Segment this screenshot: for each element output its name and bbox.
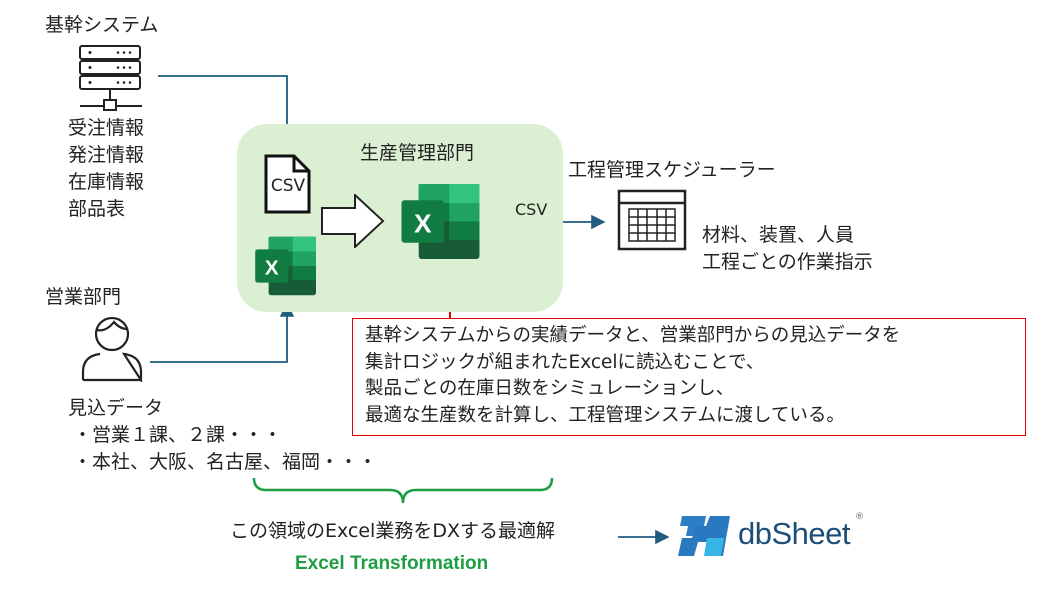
excel-icon-large: X (401, 184, 480, 259)
scheduler-output: 工程ごとの作業指示 (702, 251, 873, 273)
note-line: 最適な生産数を計算し、工程管理システムに渡している。 (365, 404, 845, 426)
dbsheet-logo-mark (678, 516, 730, 556)
calendar-icon (617, 189, 687, 251)
core-item: 受注情報 (68, 117, 145, 139)
production-title: 生産管理部門 (360, 142, 475, 164)
forecast-item: ・営業１課、２課・・・ (73, 424, 283, 446)
explanation-note: 基幹システムからの実績データと、営業部門からの見込データを 集計ロジックが組まれ… (352, 318, 1026, 436)
core-system-title: 基幹システム (45, 14, 159, 36)
excel-transformation-label: Excel Transformation (295, 553, 488, 575)
forecast-title: 見込データ (68, 397, 164, 419)
note-line: 製品ごとの在庫日数をシミュレーションし、 (365, 378, 735, 399)
registered-mark: ® (855, 512, 864, 522)
right-arrow-icon (321, 194, 385, 248)
brand-transformation: Transformation (349, 553, 489, 574)
scheduler-title: 工程管理スケジューラー (568, 159, 776, 181)
dbsheet-logo: dbSheet ® (672, 512, 867, 558)
arrow-sales-to-excel (150, 302, 295, 363)
scheduler-output: 材料、装置、人員 (702, 224, 855, 246)
sales-title: 営業部門 (45, 286, 122, 308)
svg-text:X: X (265, 257, 279, 280)
core-item: 在庫情報 (68, 171, 145, 193)
brand-excel: Excel (295, 553, 345, 574)
csv-arrow-label: CSV (515, 200, 548, 219)
core-item: 発注情報 (68, 144, 145, 166)
note-line: 集計ロジックが組まれたExcelに読込むことで、 (365, 351, 765, 373)
csv-file-label: CSV (270, 176, 306, 196)
server-icon (79, 45, 142, 111)
dbsheet-logo-text: dbSheet (738, 516, 851, 551)
forecast-item: ・本社、大阪、名古屋、福岡・・・ (73, 451, 378, 473)
core-item: 部品表 (68, 198, 126, 220)
csv-file-icon (264, 154, 311, 214)
person-icon (81, 316, 143, 382)
arrow-core-to-csv (158, 75, 295, 150)
excel-icon-small: X (255, 236, 316, 296)
svg-text:X: X (414, 209, 432, 239)
note-line: 基幹システムからの実績データと、営業部門からの見込データを (365, 325, 901, 346)
tagline: この領域のExcel業務をDXする最適解 (230, 520, 555, 542)
brace (252, 477, 554, 504)
